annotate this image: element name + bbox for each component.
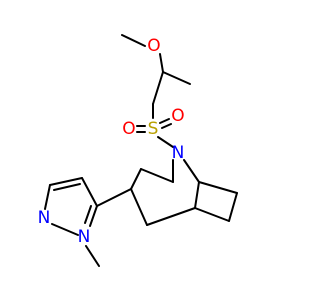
bond-ch-methyl [162,71,191,85]
atom-bridge-n: N [172,143,185,163]
bond-pz-c3-n2 [44,184,51,210]
bond-c4-c5 [146,207,196,226]
bond-pz-n1-c5-a [89,205,98,227]
bond-o-ch [159,53,164,73]
bond-pz-n2-n1 [51,223,79,236]
molecule-structure: O S O O N N N [38,34,238,267]
bonds [44,34,238,267]
bond-pz-c4-c3-a [49,177,83,186]
bond-methyl-o [121,34,146,47]
bond-s-o-right-2 [161,123,172,129]
atom-methoxy-o: O [147,36,160,56]
atom-labels: O S O O N N N [38,36,185,247]
bond-c3-pyrazole [96,188,132,207]
bond-c2-c3 [130,168,142,190]
bond-n-c5 [183,159,200,183]
bond-s-o-right-1 [159,118,170,124]
bond-c3-c4 [130,188,148,226]
bond-pz-n1-c5-b [84,205,92,224]
bond-c7-c8 [198,181,238,194]
atom-sulfonyl-s: S [148,119,159,139]
atom-pyrazole-n2: N [38,208,51,228]
bond-c6-c7 [228,192,238,222]
bond-c5-c6 [194,207,230,222]
atom-sulfonyl-o-right: O [171,106,184,126]
bond-ch-ch2 [152,71,164,105]
bond-c1-c2 [140,168,174,183]
bond-s-n [157,136,174,148]
bond-n1-methyl [85,245,100,267]
bond-c8-c5 [194,181,200,209]
atom-pyrazole-n1: N [78,227,91,247]
molecule-canvas: O S O O N N N [38,34,238,267]
bond-pz-c4-c3-b [53,183,81,191]
atom-sulfonyl-o-left: O [122,119,135,139]
bond-pz-c5-c4 [81,177,98,207]
